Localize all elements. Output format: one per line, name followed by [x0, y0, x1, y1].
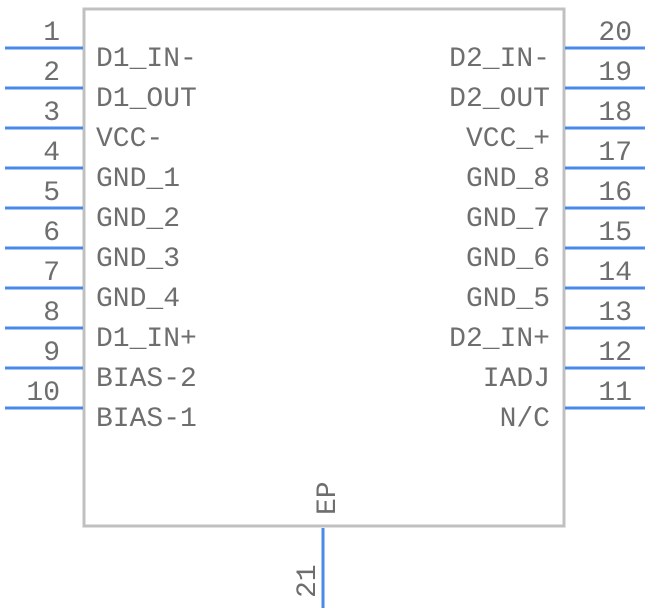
- pin-label: D2_IN-: [449, 44, 550, 75]
- pin-number: 12: [598, 338, 632, 369]
- pin-label: GND_4: [96, 284, 180, 315]
- pin-number: 14: [598, 258, 632, 289]
- pin-label: GND_6: [466, 244, 550, 275]
- pin-label: D1_OUT: [96, 84, 197, 115]
- pin-label: IADJ: [483, 364, 550, 395]
- pin-label: GND_3: [96, 244, 180, 275]
- pin-label: D1_IN-: [96, 44, 197, 75]
- bottom-pin-group: 21 EP: [293, 481, 344, 608]
- pin-label: N/C: [500, 404, 550, 435]
- pin-number: 16: [598, 178, 632, 209]
- pin-8: 8D1_IN+: [5, 298, 197, 355]
- pin-1: 1D1_IN-: [5, 18, 197, 75]
- pin-number: 7: [43, 258, 60, 289]
- pin-label: BIAS-2: [96, 364, 197, 395]
- pin-number: 18: [598, 98, 632, 129]
- pin-number: 1: [43, 18, 60, 49]
- pin-number: 20: [598, 18, 632, 49]
- pin-number: 8: [43, 298, 60, 329]
- pin-number: 4: [43, 138, 60, 169]
- left-pin-group: 1D1_IN-2D1_OUT3VCC-4GND_15GND_26GND_37GN…: [5, 18, 197, 435]
- pin-number: 5: [43, 178, 60, 209]
- pin-2: 2D1_OUT: [5, 58, 197, 115]
- pin-label: GND_5: [466, 284, 550, 315]
- pin-label: VCC_+: [466, 124, 550, 155]
- pin-number: 19: [598, 58, 632, 89]
- pin-21: 21 EP: [293, 481, 344, 608]
- pin-11: 11N/C: [500, 378, 645, 435]
- pin-label: GND_7: [466, 204, 550, 235]
- pin-number: 13: [598, 298, 632, 329]
- pin-number: 21: [293, 564, 324, 598]
- pin-number: 10: [26, 378, 60, 409]
- pin-number: 6: [43, 218, 60, 249]
- pin-number: 11: [598, 378, 632, 409]
- pin-number: 15: [598, 218, 632, 249]
- pin-label: D2_OUT: [449, 84, 550, 115]
- pin-label: D2_IN+: [449, 324, 550, 355]
- pin-label: EP: [313, 481, 344, 515]
- pin-label: GND_8: [466, 164, 550, 195]
- pin-number: 2: [43, 58, 60, 89]
- pin-label: GND_1: [96, 164, 180, 195]
- pin-label: VCC-: [96, 124, 163, 155]
- pin-number: 3: [43, 98, 60, 129]
- pin-label: D1_IN+: [96, 324, 197, 355]
- pin-label: GND_2: [96, 204, 180, 235]
- pin-label: BIAS-1: [96, 404, 197, 435]
- component-body-outline: [82, 7, 566, 528]
- pin-number: 9: [43, 338, 60, 369]
- pin-number: 17: [598, 138, 632, 169]
